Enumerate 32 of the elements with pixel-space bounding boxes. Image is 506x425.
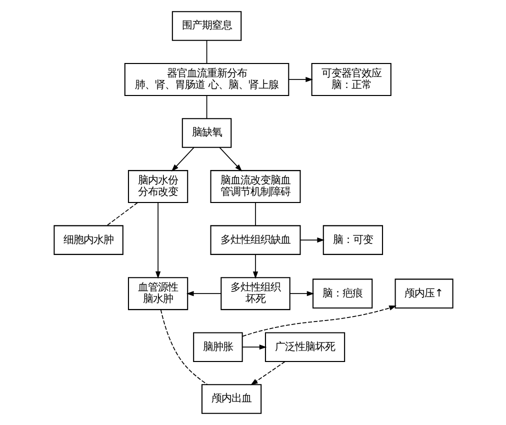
node-box: 多灶性组织坏死 xyxy=(220,277,290,310)
node-box: 脑：疤痕 xyxy=(312,278,372,308)
arrow xyxy=(242,344,266,350)
node-box: 脑缺氧 xyxy=(181,118,232,148)
node-box: 脑：可变 xyxy=(322,225,383,255)
arrow xyxy=(218,147,242,172)
connector xyxy=(160,309,208,385)
arrow xyxy=(252,254,258,279)
node-box: 血管源性脑水肿 xyxy=(127,277,188,310)
node-box: 多灶性组织缺血 xyxy=(210,225,300,255)
connector xyxy=(206,95,207,120)
arrow xyxy=(154,202,160,279)
node-box: 围产期窒息 xyxy=(171,11,242,41)
arrow xyxy=(242,306,396,337)
node-box: 颅内出血 xyxy=(200,384,262,414)
node-box: 可变器官效应 脑：正常 xyxy=(310,63,391,96)
arrow xyxy=(170,147,194,172)
node-box: 脑血流改变脑血管调节机制障碍 xyxy=(210,170,300,204)
arrow xyxy=(288,76,313,82)
node-box: 脑内水份分布改变 xyxy=(127,170,188,204)
arrow xyxy=(186,291,222,296)
node-box: 颅内压↑ xyxy=(394,278,453,308)
arrow xyxy=(288,291,314,296)
node-box: 细胞内水肿 xyxy=(53,225,123,255)
connector xyxy=(206,40,207,64)
connector xyxy=(106,202,138,226)
connector xyxy=(254,202,256,226)
node-box: 脑肿胀 xyxy=(192,332,242,362)
arrow xyxy=(250,361,285,386)
node-box: 广泛性脑坏死 xyxy=(264,332,345,362)
node-box: 器官血流重新分布 肺、肾、胃肠道 心、脑、肾上腺 xyxy=(124,63,289,96)
arrow xyxy=(299,237,324,243)
